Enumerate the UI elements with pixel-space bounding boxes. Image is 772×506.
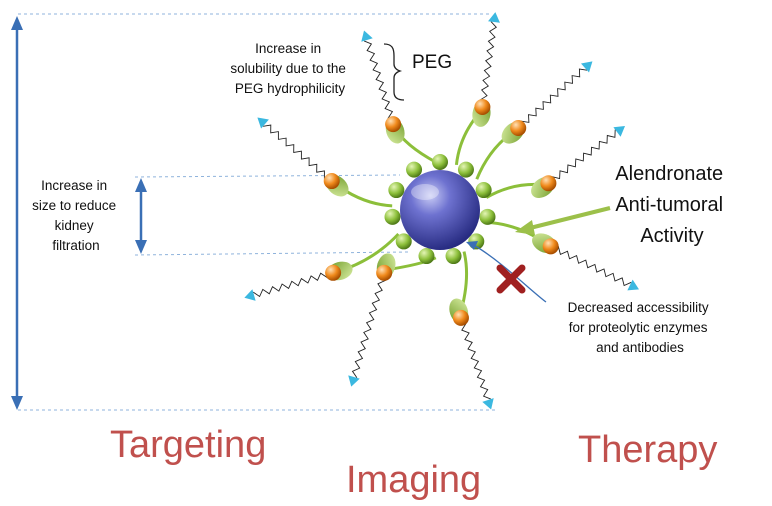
imaging-label: Imaging (346, 459, 481, 501)
chain-tip-icon (580, 61, 593, 73)
alendronate-drug (510, 119, 527, 136)
arrow-size-head-top (135, 178, 147, 192)
alendronate-drug (542, 238, 559, 255)
guide-size-bottom (134, 251, 409, 256)
core-bead (432, 154, 448, 170)
alendronate-drug (474, 99, 491, 116)
arrow-total-head-bottom (11, 396, 23, 410)
core-bead (406, 161, 423, 178)
peg-arm (361, 30, 437, 164)
chain-tip-icon (613, 126, 626, 137)
alendronate-drug (376, 264, 393, 281)
core-bead (445, 248, 462, 265)
peg-arm (244, 232, 400, 301)
alendronate-label: Alendronate Anti-tumoral Activity (615, 163, 728, 247)
chain-tip-icon (257, 117, 269, 129)
peg-chain (545, 129, 616, 186)
peg-brace (383, 43, 405, 101)
core-bead (475, 182, 492, 199)
peg-chain (479, 21, 498, 111)
peg-arm (257, 117, 393, 208)
chain-tip-icon (244, 289, 256, 301)
therapy-label: Therapy (578, 429, 717, 471)
chain-tip-icon (627, 279, 639, 291)
nanoparticle-core (400, 170, 480, 250)
peg-arm (485, 126, 626, 199)
alendronate-drug (325, 264, 342, 281)
size-label: Increase in size to reduce kidney filtra… (32, 178, 120, 253)
peg-arm (454, 12, 500, 166)
core-bead (457, 161, 474, 178)
peg-arm (449, 251, 494, 410)
core-bead (418, 248, 435, 265)
peg-chain (263, 124, 335, 184)
peg-chain (252, 269, 337, 298)
arrow-total-head-top (11, 16, 23, 30)
chain-tip-icon (482, 398, 494, 410)
core-bead (395, 233, 412, 250)
blocked-cross-icon (496, 264, 526, 294)
guide-size-top (134, 174, 401, 178)
core-highlight (411, 184, 439, 200)
alendronate-drug (452, 309, 469, 326)
core-bead (388, 182, 405, 199)
chain-tip-icon (361, 30, 373, 42)
core-bead (479, 208, 496, 225)
peg-chain (515, 68, 588, 131)
peg-label: PEG (412, 52, 452, 73)
peg-chain (458, 314, 491, 400)
peg-arm (475, 61, 593, 180)
solubility-label: Increase in solubility due to the PEG hy… (230, 41, 349, 96)
peg-chain (351, 269, 386, 379)
core-beads (384, 154, 496, 265)
peg-chain (363, 40, 396, 128)
core-bead (384, 208, 401, 225)
measure-arrows (11, 16, 147, 410)
peg-chain (547, 244, 632, 287)
guide-lines (18, 13, 498, 411)
alendronate-drug (385, 116, 402, 133)
peg-arm (348, 253, 437, 387)
chain-tip-icon (488, 12, 500, 23)
alendronate-drug (323, 173, 340, 190)
accessibility-label: Decreased accessibility for proteolytic … (568, 300, 713, 355)
peg-arms (244, 12, 639, 410)
targeting-label: Targeting (110, 424, 266, 466)
alendronate-drug (540, 175, 557, 192)
arrow-size-head-bottom (135, 240, 147, 254)
alendronate-pointer (515, 206, 611, 235)
chain-tip-icon (348, 375, 360, 387)
